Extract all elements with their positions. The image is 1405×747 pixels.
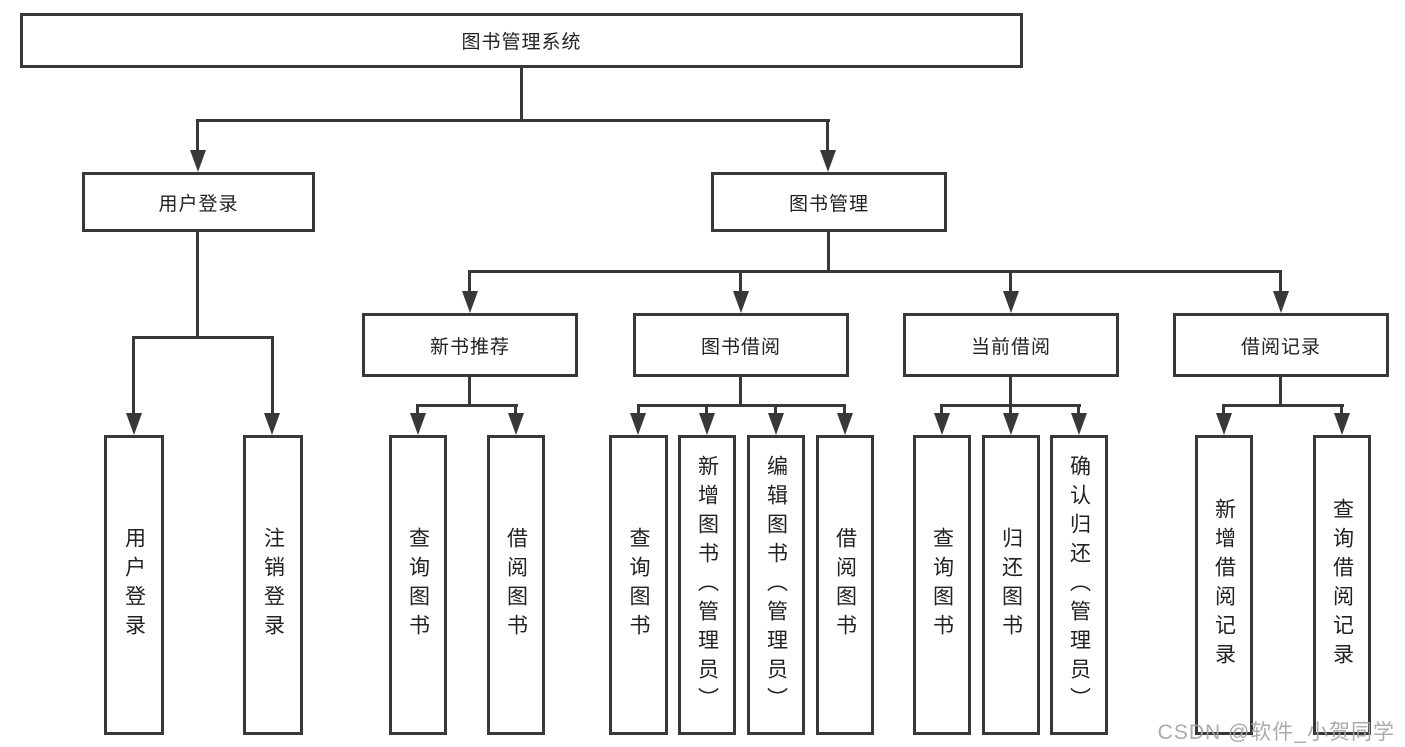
leaf-query-book-3: 查询图书 xyxy=(913,435,971,735)
arrow-down-icon xyxy=(820,150,836,172)
connector-vline xyxy=(416,404,419,413)
node-user-login: 用户登录 xyxy=(82,172,315,232)
leaf-user-login-label: 用户登录 xyxy=(122,527,146,643)
node-current-borrow-label: 当前借阅 xyxy=(970,336,1051,358)
node-current-borrow: 当前借阅 xyxy=(903,313,1119,377)
leaf-query-borrow-record: 查询借阅记录 xyxy=(1313,435,1371,735)
arrow-down-icon xyxy=(1216,413,1232,435)
leaf-query-borrow-record-label: 查询借阅记录 xyxy=(1330,498,1354,672)
arrow-down-icon xyxy=(934,413,950,435)
arrow-down-icon xyxy=(837,413,853,435)
connector-vline xyxy=(1009,270,1012,292)
leaf-query-book-3-label: 查询图书 xyxy=(930,527,954,643)
leaf-add-borrow-record-label: 新增借阅记录 xyxy=(1212,498,1236,672)
arrow-down-icon xyxy=(733,291,749,313)
connector-hline xyxy=(468,270,1282,273)
arrow-down-icon xyxy=(1273,291,1289,313)
node-borrow-record-label: 借阅记录 xyxy=(1240,336,1321,358)
leaf-logout: 注销登录 xyxy=(243,435,303,735)
arrow-down-icon xyxy=(264,413,280,435)
connector-vline xyxy=(739,377,742,405)
connector-vline xyxy=(774,404,777,413)
node-new-book-recommend: 新书推荐 xyxy=(362,313,578,377)
connector-vline xyxy=(637,404,640,413)
node-root: 图书管理系统 xyxy=(20,13,1023,68)
arrow-down-icon xyxy=(190,150,206,172)
connector-vline xyxy=(940,404,943,413)
leaf-logout-label: 注销登录 xyxy=(261,527,285,643)
connector-vline xyxy=(132,336,135,413)
arrow-down-icon xyxy=(126,413,142,435)
node-user-login-label: 用户登录 xyxy=(158,193,239,215)
leaf-user-login: 用户登录 xyxy=(104,435,164,735)
arrow-down-icon xyxy=(1003,413,1019,435)
connector-vline xyxy=(826,119,829,151)
arrow-down-icon xyxy=(630,413,646,435)
connector-hline xyxy=(196,119,830,122)
connector-vline xyxy=(1222,404,1225,413)
leaf-confirm-return-admin-label: 确认归还（管理员） xyxy=(1067,454,1091,716)
connector-vline xyxy=(1009,377,1012,405)
connector-vline xyxy=(271,336,274,413)
leaf-query-book-1-label: 查询图书 xyxy=(406,527,430,643)
connector-vline xyxy=(843,404,846,413)
arrow-down-icon xyxy=(1334,413,1350,435)
connector-vline xyxy=(1340,404,1343,413)
connector-vline xyxy=(468,377,471,405)
leaf-query-book-1: 查询图书 xyxy=(389,435,447,735)
leaf-query-book-2-label: 查询图书 xyxy=(627,527,650,643)
leaf-edit-book-admin-label: 编辑图书（管理员） xyxy=(764,454,788,716)
connector-vline xyxy=(705,404,708,413)
arrow-down-icon xyxy=(1071,413,1087,435)
csdn-watermark: CSDN @软件_小贺同学 xyxy=(1157,721,1395,744)
connector-vline xyxy=(739,270,742,292)
leaf-borrow-book-2-label: 借阅图书 xyxy=(833,527,857,643)
arrow-down-icon xyxy=(508,413,524,435)
connector-vline xyxy=(468,270,471,292)
connector-vline xyxy=(1279,270,1282,292)
node-book-management: 图书管理 xyxy=(711,172,947,232)
leaf-add-book-admin: 新增图书（管理员） xyxy=(678,435,736,735)
arrow-down-icon xyxy=(768,413,784,435)
leaf-add-book-admin-label: 新增图书（管理员） xyxy=(695,454,719,716)
connector-vline xyxy=(514,404,517,413)
leaf-return-book-label: 归还图书 xyxy=(999,527,1023,643)
leaf-query-book-2: 查询图书 xyxy=(609,435,668,735)
arrow-down-icon xyxy=(699,413,715,435)
arrow-down-icon xyxy=(462,291,478,313)
leaf-borrow-book-2: 借阅图书 xyxy=(816,435,874,735)
arrow-down-icon xyxy=(1003,291,1019,313)
node-new-book-recommend-label: 新书推荐 xyxy=(429,336,510,358)
connector-vline xyxy=(1077,404,1080,413)
connector-vline xyxy=(196,119,199,151)
node-book-borrow-label: 图书借阅 xyxy=(700,336,781,358)
node-root-label: 图书管理系统 xyxy=(461,32,582,53)
leaf-borrow-book-1: 借阅图书 xyxy=(487,435,545,735)
connector-vline xyxy=(827,232,830,273)
node-book-borrow: 图书借阅 xyxy=(633,313,849,377)
connector-hline xyxy=(1222,404,1344,407)
connector-hline xyxy=(132,336,274,339)
node-book-management-label: 图书管理 xyxy=(788,193,869,215)
leaf-borrow-book-1-label: 借阅图书 xyxy=(504,527,528,643)
connector-vline xyxy=(1279,377,1282,405)
leaf-add-borrow-record: 新增借阅记录 xyxy=(1195,435,1253,735)
node-borrow-record: 借阅记录 xyxy=(1173,313,1389,377)
connector-vline xyxy=(1009,404,1012,413)
arrow-down-icon xyxy=(410,413,426,435)
connector-hline xyxy=(416,404,518,407)
leaf-edit-book-admin: 编辑图书（管理员） xyxy=(747,435,805,735)
leaf-confirm-return-admin: 确认归还（管理员） xyxy=(1050,435,1108,735)
connector-vline xyxy=(196,232,199,338)
leaf-return-book: 归还图书 xyxy=(982,435,1040,735)
connector-vline xyxy=(520,68,523,120)
connector-hline xyxy=(637,404,846,407)
